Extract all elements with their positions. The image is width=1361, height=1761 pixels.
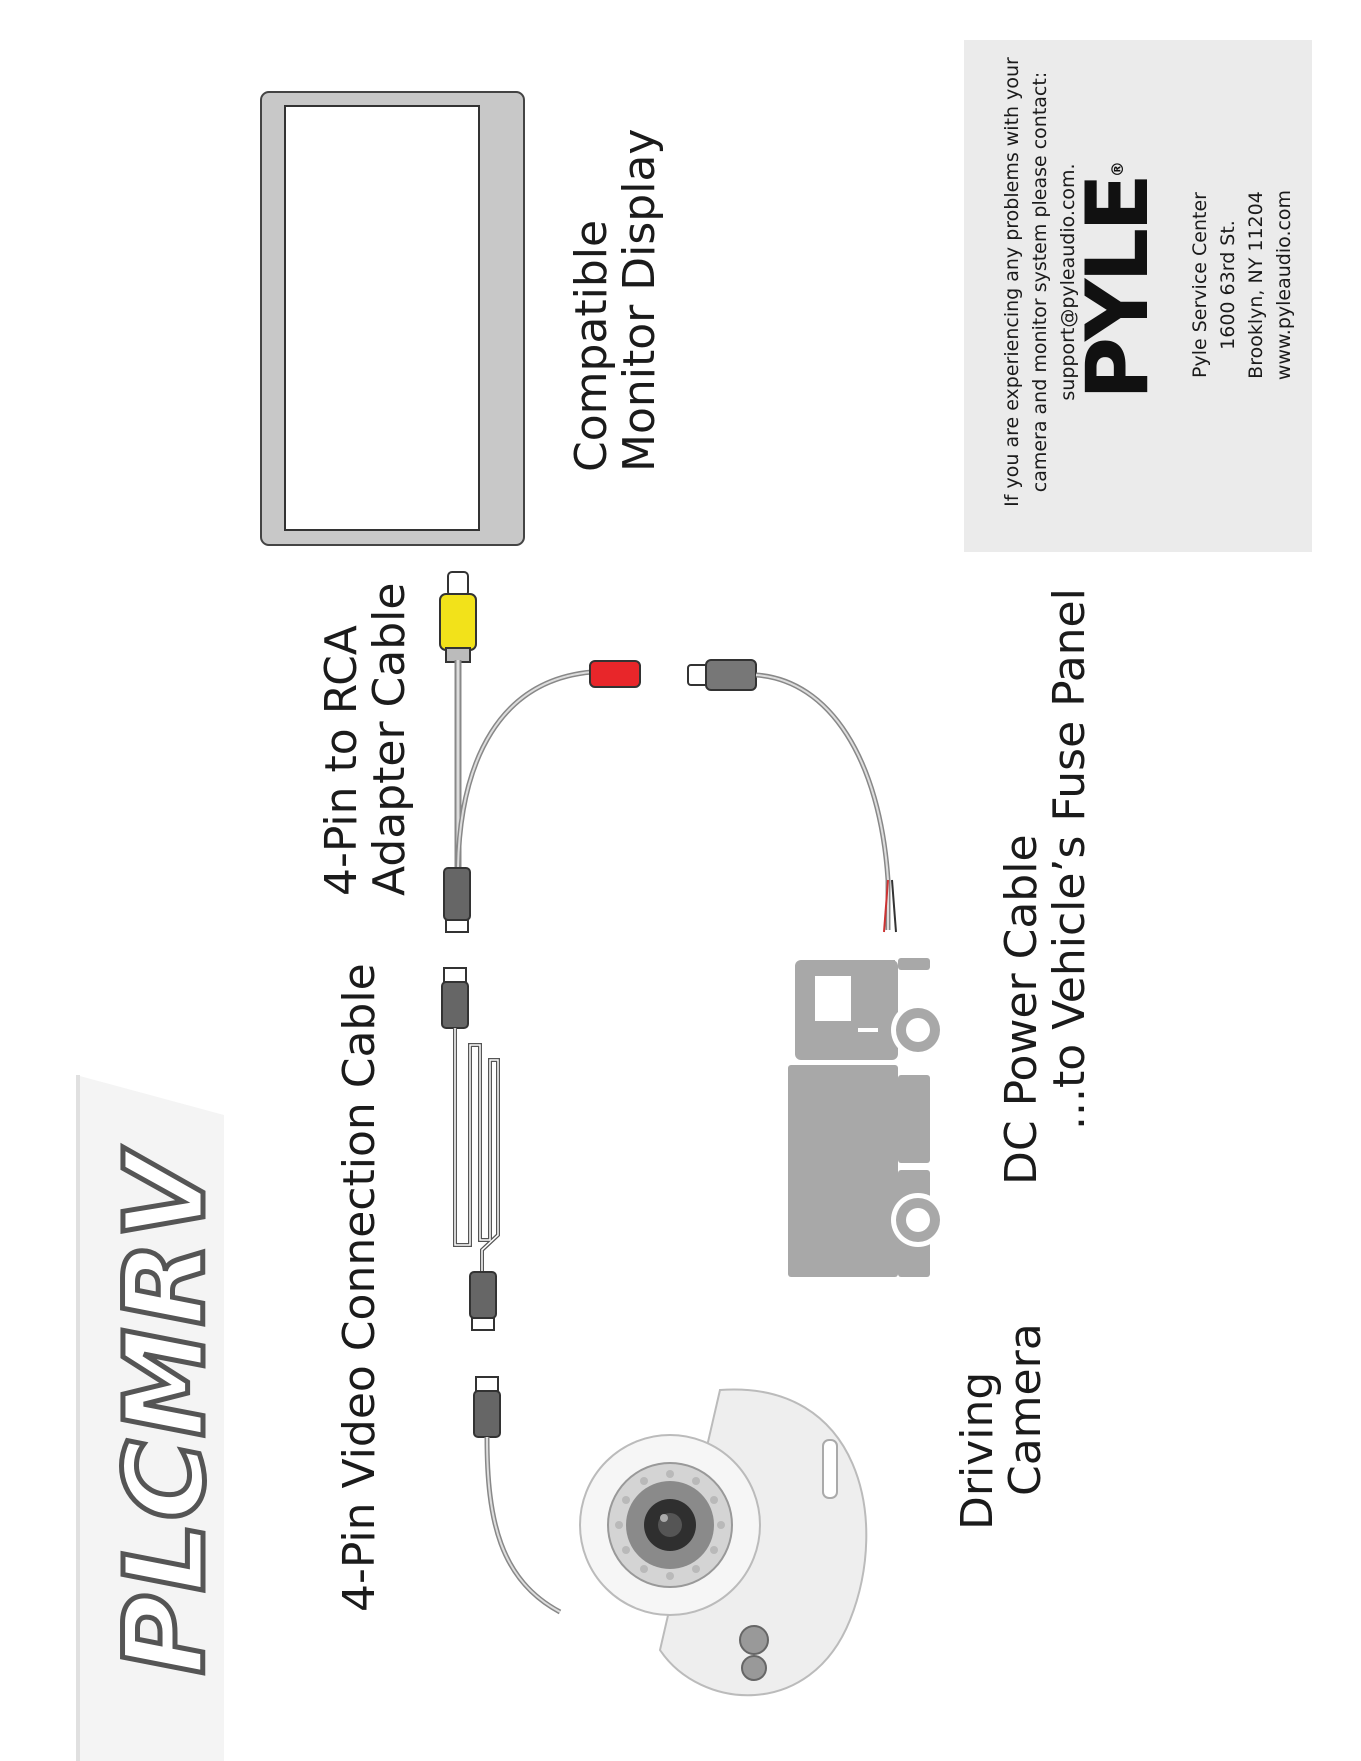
monitor-icon bbox=[260, 91, 525, 546]
pyle-logo: PYLE® bbox=[1068, 161, 1168, 400]
camera-icon bbox=[579, 1388, 868, 1697]
dc-power-cable-icon bbox=[687, 659, 897, 933]
power-label: DC Power Cable ...to Vehicle’s Fuse Pane… bbox=[996, 588, 1095, 1185]
truck-icon bbox=[788, 958, 945, 1277]
website-link[interactable]: www.pyleaudio.com bbox=[1273, 189, 1295, 381]
video-cable-icon bbox=[441, 967, 500, 1331]
monitor-label: Compatible Monitor Display bbox=[566, 128, 665, 472]
support-info-box bbox=[964, 40, 1312, 552]
rca-adapter-cable-icon bbox=[439, 571, 641, 933]
brand-banner bbox=[76, 1075, 224, 1761]
camera-label: Driving Camera bbox=[952, 1323, 1051, 1530]
video-cable-label: 4-Pin Video Connection Cable bbox=[334, 963, 385, 1612]
adapter-label: 4-Pin to RCA Adapter Cable bbox=[316, 582, 415, 896]
camera-cable-icon bbox=[473, 1376, 562, 1615]
service-center-address: Pyle Service Center 1600 63rd St. Brookl… bbox=[1186, 185, 1298, 385]
